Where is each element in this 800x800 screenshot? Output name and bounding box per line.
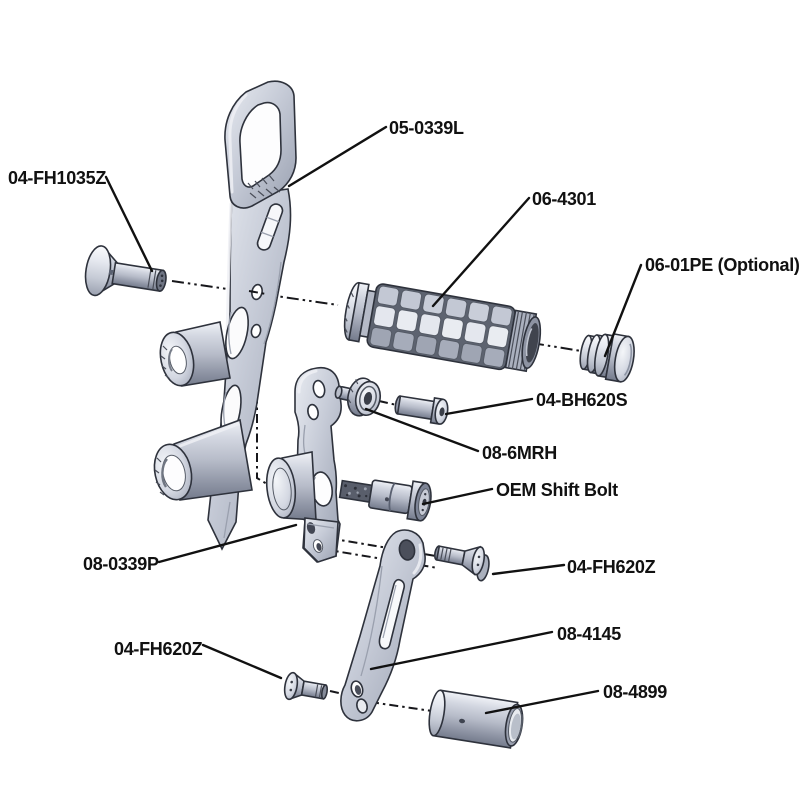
lever-top-eye — [398, 539, 416, 561]
label-flat-head-bolt-10x35: 04-FH1035Z — [8, 168, 106, 188]
axis-through-hole — [248, 290, 267, 295]
part-flat-head-bolt-lower-drawing — [283, 671, 329, 701]
part-flat-head-bolt-10x35-drawing — [84, 245, 167, 297]
label-button-head-bolt: 04-BH620S — [536, 390, 628, 410]
label-main-bracket: 05-0339L — [389, 118, 464, 138]
lower-screw-head — [283, 671, 299, 701]
toe-peg-side-hole — [459, 718, 466, 724]
leader-flat-head-bolt-10x35 — [104, 175, 154, 273]
leader-oem-shift-bolt — [421, 487, 494, 506]
label-toe-peg: 08-4899 — [603, 682, 667, 702]
pivot-arm-hole-top — [312, 379, 326, 399]
part-labels: 04-FH1035Z 05-0339L 06-4301 06-01PE (Opt… — [8, 118, 800, 702]
hidden-edge-hatching — [247, 174, 281, 199]
leader-shift-lever — [369, 630, 554, 671]
leader-toe-peg — [484, 689, 600, 715]
part-foot-peg-drawing — [343, 281, 542, 373]
plug-cap-face — [613, 335, 635, 383]
peg-knurl-pattern — [369, 285, 513, 368]
leader-shift-pivot-arm — [157, 523, 298, 564]
bracket-pivot-hole — [250, 323, 262, 339]
leader-main-bracket — [287, 125, 388, 188]
part-toe-peg-drawing — [428, 689, 524, 749]
leader-flat-head-bolt-upper — [491, 563, 566, 576]
button-bolt-socket — [439, 407, 445, 417]
part-main-bracket-drawing — [153, 80, 297, 551]
bracket-slot-hole-upper — [225, 306, 249, 360]
leader-rod-end-bearing — [364, 407, 480, 453]
bracket-upper-boss — [159, 321, 231, 387]
lower-screw-tip — [320, 684, 329, 700]
part-rod-end-bearing-drawing — [334, 377, 382, 417]
rod-end-bore — [363, 392, 373, 405]
leader-lines — [104, 125, 643, 715]
leader-foot-peg — [431, 196, 531, 308]
toe-peg-left-face — [428, 689, 446, 737]
axis-toe-peg — [369, 701, 433, 712]
label-shift-lever: 08-4145 — [557, 624, 621, 644]
label-end-plug: 06-01PE (Optional) — [645, 255, 800, 275]
plug-rib-3 — [593, 333, 610, 377]
upper-screw-head — [471, 546, 486, 576]
label-shift-pivot-arm: 08-0339P — [83, 554, 159, 574]
label-foot-peg: 06-4301 — [532, 189, 596, 209]
lever-hole-2 — [356, 698, 368, 714]
oem-bolt-threads — [338, 479, 373, 504]
label-flat-head-bolt-lower: 04-FH620Z — [114, 639, 203, 659]
bracket-lower-boss — [153, 418, 253, 501]
part-shift-pivot-arm-drawing — [265, 366, 342, 563]
label-rod-end-bearing: 08-6MRH — [482, 443, 557, 463]
label-oem-shift-bolt: OEM Shift Bolt — [496, 480, 618, 500]
oem-bolt-thread-texture — [344, 484, 368, 498]
pivot-arm-hole-mid — [307, 403, 319, 421]
bracket-neck-slot — [256, 203, 284, 251]
leader-end-plug — [603, 263, 643, 358]
part-shift-lever-drawing — [340, 529, 426, 722]
label-flat-head-bolt-upper: 04-FH620Z — [567, 557, 656, 577]
bracket-ring-opening — [239, 101, 282, 188]
pivot-arm-boss — [265, 451, 317, 521]
axis-toe-bolt — [329, 690, 353, 697]
lever-slot — [378, 578, 406, 650]
leader-button-head-bolt — [444, 397, 534, 416]
part-flat-head-bolt-upper-drawing — [433, 545, 490, 582]
axis-mount-bolt — [171, 280, 339, 306]
axis-button-bolt — [378, 400, 402, 407]
leader-flat-head-bolt-lower — [201, 643, 283, 680]
pivot-arm-foot — [303, 517, 339, 563]
part-button-head-bolt-drawing — [394, 395, 449, 425]
axis-end-plug — [531, 342, 582, 352]
part-oem-shift-bolt-drawing — [338, 479, 432, 522]
